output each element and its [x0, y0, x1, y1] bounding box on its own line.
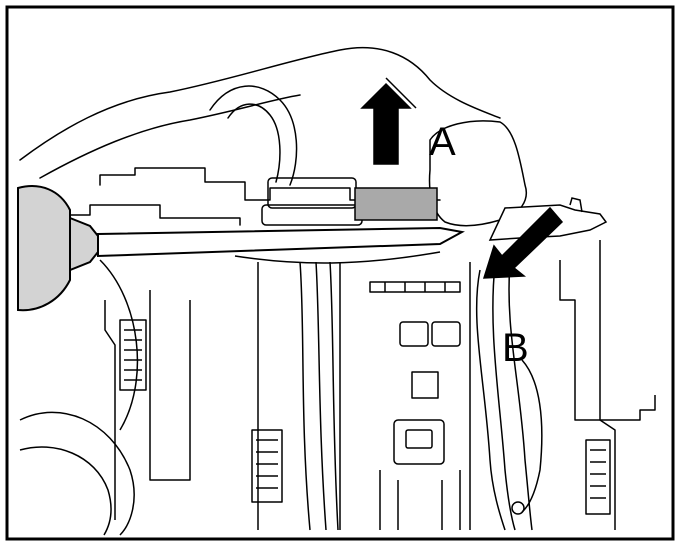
wire-b-3 [508, 261, 533, 531]
wire-b-2 [492, 264, 516, 531]
release-lever-hook [569, 197, 583, 213]
wire-bundle-left [299, 261, 311, 531]
harness-loop [209, 85, 298, 186]
callout-b: B [502, 326, 529, 370]
relay-2 [431, 321, 461, 347]
finger-pressing-tab [428, 120, 527, 227]
board-far-right [599, 240, 616, 530]
arrow-up-icon-outline [385, 77, 417, 109]
right-connector-pins [590, 449, 606, 499]
screwdriver [17, 185, 465, 312]
wire-clip [511, 501, 525, 515]
bottom-connector [251, 429, 283, 503]
figure-border [5, 5, 675, 541]
upper-harness-outline [19, 46, 501, 161]
upper-harness-inner [39, 94, 301, 179]
chassis-left-edge [104, 300, 116, 520]
wire-b-4 [521, 359, 543, 513]
harness-loop-inner [227, 103, 281, 183]
lower-harness-inner [19, 446, 112, 536]
left-connector-pins [124, 329, 142, 381]
relay-3 [411, 371, 439, 399]
connector-block [99, 167, 441, 201]
bottom-connector-pins [256, 439, 278, 489]
upper-slot-row [369, 281, 461, 293]
arrow-up-icon [360, 82, 412, 165]
relay-4 [393, 419, 445, 465]
chassis-panel [149, 290, 191, 481]
screwdriver-handle [17, 185, 71, 312]
callout-a: A [429, 120, 456, 164]
screwdriver-ferrule [69, 216, 99, 272]
upper-slot-ticks [384, 282, 446, 292]
left-cable [99, 259, 139, 431]
relay-4-inner [405, 429, 433, 449]
board-step [559, 260, 656, 421]
wire-bundle-left-2 [315, 261, 327, 531]
wire-b-1 [475, 269, 506, 531]
arrow-down-left-icon [482, 206, 564, 279]
board-channel [379, 470, 461, 530]
right-connector [585, 439, 611, 515]
lower-harness [19, 411, 135, 536]
wire-bundle-left-3 [329, 261, 339, 531]
shaded-lock-tab [354, 187, 438, 221]
screwdriver-shaft [97, 226, 465, 258]
connector-cap [267, 177, 357, 209]
screwdriver-tip-curve [234, 251, 441, 264]
relay-1 [399, 321, 429, 347]
connector-block-lower [69, 204, 241, 226]
